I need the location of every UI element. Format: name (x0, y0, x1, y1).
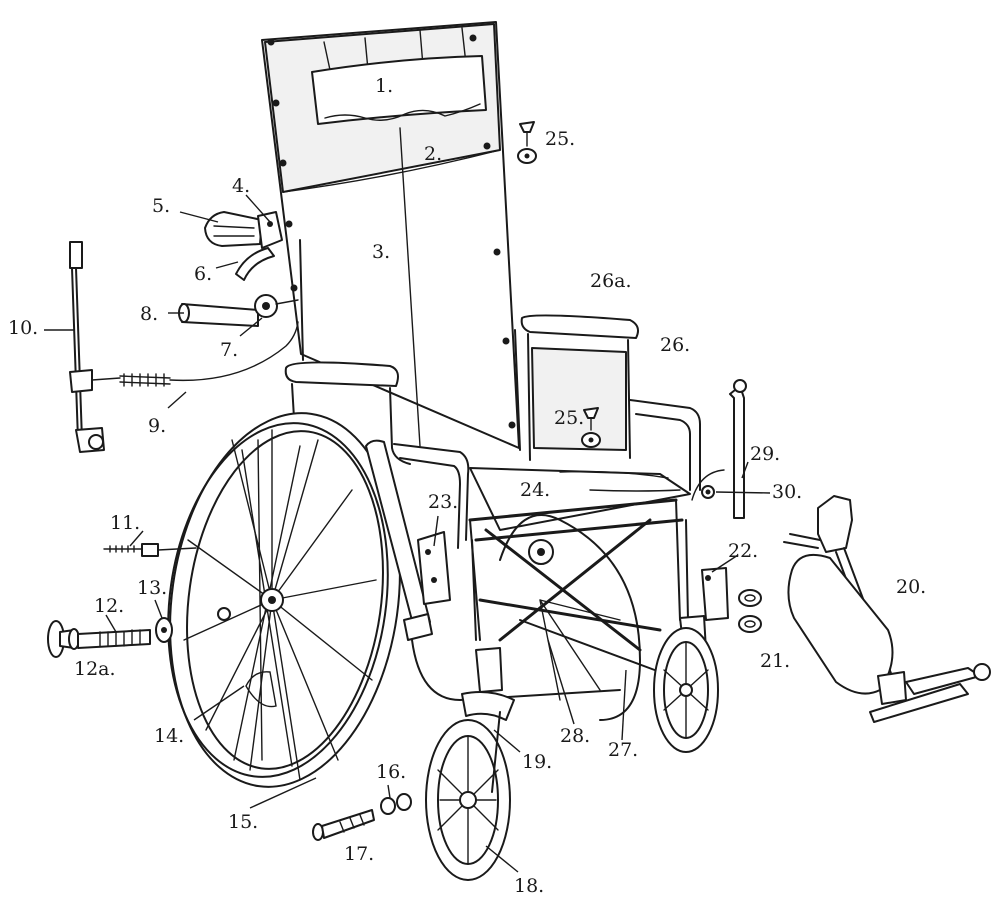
front-axle-bolt (312, 793, 412, 841)
axle-parts (47, 543, 197, 658)
label-11: 11. (110, 512, 140, 534)
head-pillow (311, 55, 487, 125)
label-21: 21. (760, 650, 790, 672)
label-19: 19. (522, 751, 552, 773)
front-caster-left (425, 539, 515, 881)
label-24: 24. (520, 479, 550, 501)
label-22: 22. (728, 540, 758, 562)
label-20: 20. (896, 576, 926, 598)
front-caster-right (653, 519, 719, 753)
label-12: 12. (94, 595, 124, 617)
label-1: 1. (375, 75, 393, 97)
label-4: 4. (232, 175, 250, 197)
leader-lines (44, 194, 771, 873)
label-26a: 26a. (590, 270, 632, 292)
label-7: 7. (220, 339, 238, 361)
caster-housing-bearings (701, 567, 762, 633)
label-12a: 12a. (74, 658, 116, 680)
label-29: 29. (750, 443, 780, 465)
recline-cable-rod (69, 241, 299, 453)
label-6: 6. (194, 263, 212, 285)
frame-crossbrace (411, 498, 684, 701)
label-14: 14. (154, 725, 184, 747)
push-handle-assembly (204, 211, 283, 281)
back-posts (299, 239, 521, 451)
label-16: 16. (376, 761, 406, 783)
release-lever (235, 247, 275, 281)
label-28: 28. (560, 725, 590, 747)
backrest-upholstery (261, 21, 520, 449)
label-15: 15. (228, 811, 258, 833)
footplate (869, 683, 969, 723)
label-17: 17. (344, 843, 374, 865)
label-23: 23. (428, 491, 458, 513)
label-9: 9. (148, 415, 166, 437)
label-26: 26. (660, 334, 690, 356)
left-armrest (284, 361, 470, 549)
calf-pad (787, 554, 894, 695)
part-labels: 1. 2. 3. 4. 5. 6. 7. 8. 9. 10. 11. 12. 1… (8, 75, 926, 897)
label-13: 13. (137, 577, 167, 599)
label-8: 8. (140, 303, 158, 325)
back-screw-lower (581, 407, 601, 448)
right-rear-wheel (499, 514, 641, 721)
label-25-lower: 25. (554, 407, 584, 429)
back-screw-upper (517, 121, 537, 164)
label-18: 18. (514, 875, 544, 897)
label-3: 3. (372, 241, 390, 263)
label-2: 2. (424, 143, 442, 165)
back-rivets (267, 34, 516, 429)
label-25-upper: 25. (545, 128, 575, 150)
label-10: 10. (8, 317, 38, 339)
footrest-post (691, 379, 747, 519)
label-27: 27. (608, 739, 638, 761)
recline-knob-assembly (178, 294, 299, 327)
left-rear-wheel (167, 412, 401, 788)
seat-upholstery (469, 467, 691, 531)
label-5: 5. (152, 195, 170, 217)
elevating-legrest (783, 495, 991, 723)
right-armrest (520, 314, 701, 491)
label-30: 30. (772, 481, 802, 503)
